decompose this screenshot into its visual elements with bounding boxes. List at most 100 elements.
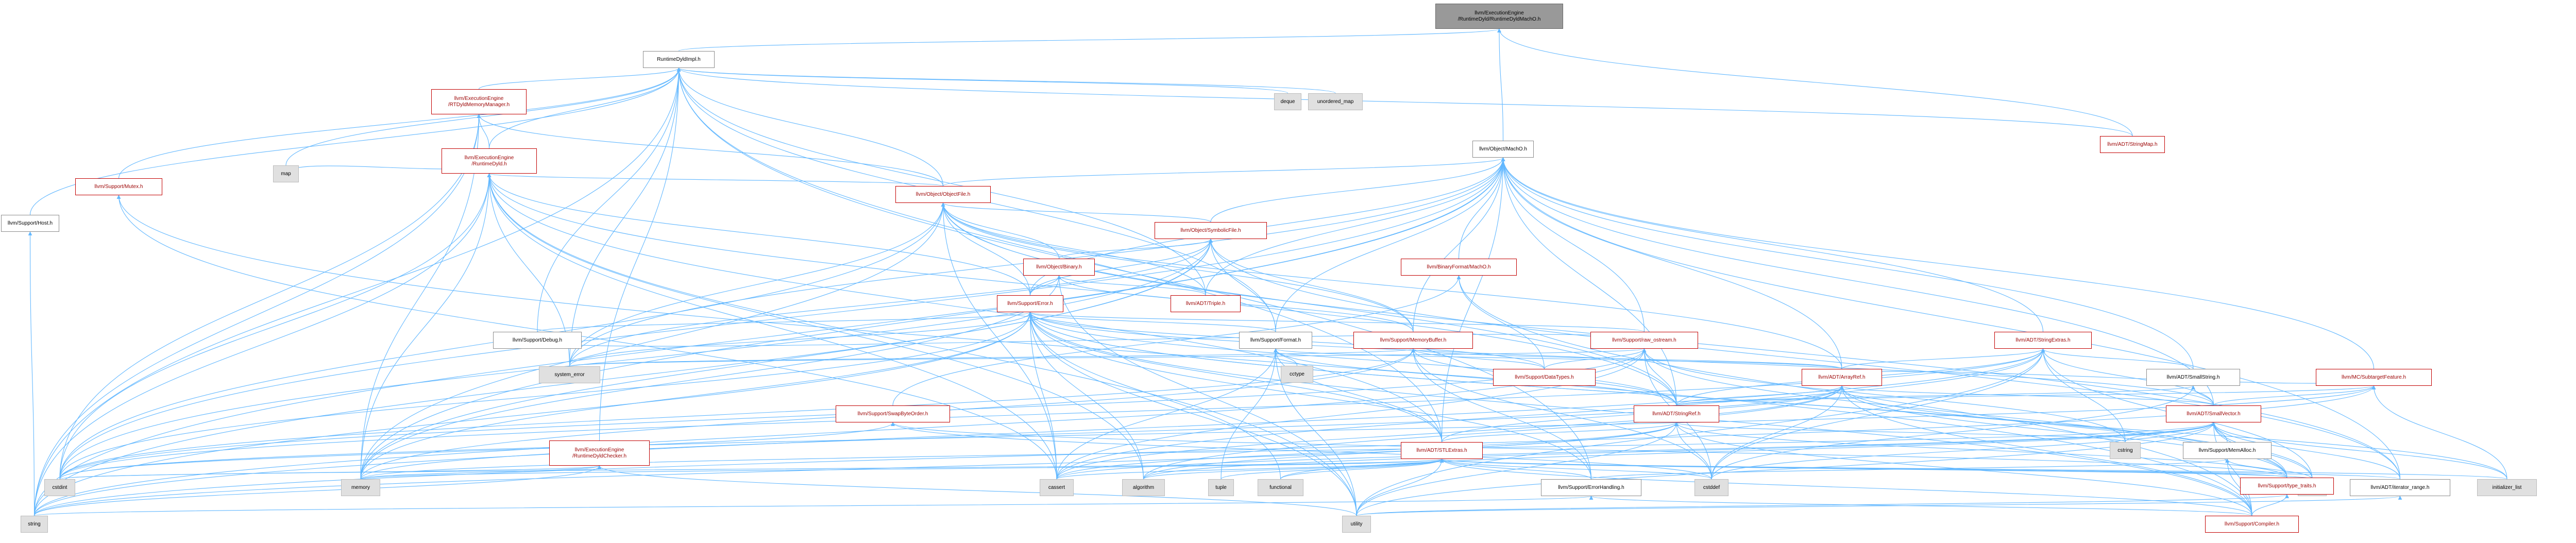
node-rtdyldmemorymanager[interactable]: llvm/ExecutionEngine /RTDyldMemoryManage… — [431, 89, 527, 114]
edge-runtimedyldimpl-to-host — [29, 67, 681, 215]
edge-macho-to-arrayref — [1501, 157, 1842, 369]
edge-macho-to-smallstring — [1501, 157, 2194, 369]
edge-runtimedyld-to-cstdint — [59, 173, 492, 480]
node-stringmap[interactable]: llvm/ADT/StringMap.h — [2100, 136, 2165, 153]
edge-raw-ostream-to-cstring — [1642, 348, 2126, 443]
edge-arrayref-to-stringref — [1676, 385, 1844, 406]
node-errorhandling[interactable]: llvm/Support/ErrorHandling.h — [1541, 479, 1641, 496]
edge-runtimedyld-to-algorithm — [487, 173, 1144, 480]
edge-stlextras-to-initializer-list — [1440, 459, 2507, 480]
edge-symbolicfile-to-system-error — [569, 239, 1213, 367]
edge-smallvector-to-cassert — [1056, 422, 2216, 480]
edge-smallvector-to-algorithm — [1143, 422, 2216, 480]
edge-smallvector-to-compiler — [2211, 422, 2252, 516]
edge-macho-to-objectfile — [942, 157, 1505, 186]
edge-macho-to-stringextras — [1501, 157, 2044, 332]
edge-stlextras-to-errorhandling — [1439, 459, 1592, 480]
edge-binaryformat-macho-to-compiler — [1456, 275, 2252, 516]
node-error[interactable]: llvm/Support/Error.h — [997, 295, 1063, 312]
node-arrayref[interactable]: llvm/ADT/ArrayRef.h — [1802, 369, 1882, 386]
edge-symbolicfile-to-format — [1209, 239, 1276, 332]
node-mutex[interactable]: llvm/Support/Mutex.h — [75, 178, 162, 195]
root-node: llvm/ExecutionEngine /RuntimeDyld/Runtim… — [1435, 4, 1563, 29]
node-symbolicfile[interactable]: llvm/Object/SymbolicFile.h — [1155, 222, 1267, 239]
edge-rtdyldmemorymanager-to-runtimedyld — [477, 114, 490, 149]
edge-format-to-stlextras — [1274, 348, 1443, 443]
edge-stringextras-to-utility — [1356, 348, 2045, 516]
edge-runtimedyld-to-stringref — [487, 173, 1677, 406]
node-subtargetfeature[interactable]: llvm/MC/SubtargetFeature.h — [2316, 369, 2432, 386]
edge-arrayref-to-initializer-list — [1840, 385, 2507, 480]
edge-runtimedyld-to-error — [487, 173, 1031, 296]
edge-error-to-stringref — [1028, 312, 1677, 406]
edge-objectfile-to-symbolicfile — [941, 202, 1211, 223]
node-iterator-range[interactable]: llvm/ADT/iterator_range.h — [2350, 479, 2450, 496]
edge-memorybuffer-to-cstdint — [59, 348, 1415, 480]
edge-stringref-to-string — [33, 422, 1679, 516]
edge-raw-ostream-to-stringref — [1642, 348, 1677, 406]
node-raw-ostream[interactable]: llvm/Support/raw_ostream.h — [1590, 332, 1698, 349]
node-stringextras[interactable]: llvm/ADT/StringExtras.h — [1994, 332, 2092, 349]
node-macho[interactable]: llvm/Object/MachO.h — [1472, 141, 1534, 158]
edge-macho-to-cstdint — [59, 157, 1505, 480]
edge-runtimedyldimpl-to-mutex — [118, 67, 681, 179]
edge-error-to-cstdint — [59, 312, 1032, 480]
node-smallvector[interactable]: llvm/ADT/SmallVector.h — [2166, 405, 2261, 422]
node-runtimedyldimpl[interactable]: RuntimeDyldImpl.h — [643, 51, 715, 68]
edge-binary-to-utility — [1057, 275, 1357, 516]
edge-error-to-errorhandling — [1028, 312, 1592, 480]
node-stringref[interactable]: llvm/ADT/StringRef.h — [1634, 405, 1719, 422]
edge-objectfile-to-memory — [360, 202, 945, 480]
edge-objectfile-to-system-error — [569, 202, 945, 367]
edge-stlextras-to-compiler — [1439, 459, 2252, 516]
edge-stlextras-to-cstddef — [1439, 459, 1712, 480]
node-objectfile[interactable]: llvm/Object/ObjectFile.h — [895, 186, 991, 203]
edge-stlextras-to-type-traits — [1440, 459, 2287, 478]
edge-symbolicfile-to-cstdint — [59, 239, 1213, 480]
edge-memorybuffer-to-system-error — [569, 348, 1415, 367]
edge-error-to-memory — [360, 312, 1032, 480]
edge-stlextras-to-cassert — [1056, 459, 1444, 480]
edge-macho-to-subtargetfeature — [1501, 157, 2375, 369]
edge-format-to-stringref — [1274, 348, 1677, 406]
node-runtimedyld[interactable]: llvm/ExecutionEngine /RuntimeDyld.h — [442, 148, 537, 174]
edge-smallvector-to-iterator-range — [2211, 422, 2401, 480]
node-smallstring[interactable]: llvm/ADT/SmallString.h — [2146, 369, 2240, 386]
edge-runtimedyldimpl-to-string — [33, 67, 681, 516]
edge-type-traits-to-utility — [1356, 494, 2289, 516]
node-triple[interactable]: llvm/ADT/Triple.h — [1171, 295, 1241, 312]
node-format[interactable]: llvm/Support/Format.h — [1239, 332, 1312, 349]
edge-symbolicfile-to-memory — [360, 239, 1213, 480]
edge-binaryformat-macho-to-swapbyteorder — [892, 275, 1461, 406]
edge-raw-ostream-to-string — [33, 348, 1647, 516]
node-compiler[interactable]: llvm/Support/Compiler.h — [2205, 516, 2299, 533]
edge-format-to-cassert — [1056, 348, 1278, 480]
node-binary[interactable]: llvm/Object/Binary.h — [1023, 259, 1095, 276]
node-type-traits[interactable]: llvm/Support/type_traits.h — [2240, 478, 2334, 495]
node-host[interactable]: llvm/Support/Host.h — [1, 215, 59, 232]
edge-macho-to-iterator-range — [1501, 157, 2401, 480]
edge-smallvector-to-cstddef — [1711, 422, 2216, 480]
edge-error-to-utility — [1028, 312, 1357, 516]
edge-error-to-format — [1028, 312, 1276, 332]
edge-binary-to-error — [1029, 275, 1061, 296]
edge-errorhandling-to-compiler — [1589, 496, 2252, 516]
node-string: string — [21, 516, 48, 533]
edge-memorybuffer-to-errorhandling — [1411, 348, 1592, 480]
node-binaryformat-macho[interactable]: llvm/BinaryFormat/MachO.h — [1401, 259, 1517, 276]
node-debug[interactable]: llvm/Support/Debug.h — [493, 332, 582, 349]
node-swapbyteorder[interactable]: llvm/Support/SwapByteOrder.h — [836, 405, 950, 422]
edge-macho-to-smallvector — [1501, 157, 2214, 406]
node-functional: functional — [1258, 479, 1303, 496]
edge-stlextras-to-tuple — [1221, 459, 1444, 480]
edge-arrayref-to-compiler — [1840, 385, 2252, 516]
edge-stringref-to-cstring — [1674, 422, 2126, 443]
edge-symbolicfile-to-binary — [1058, 239, 1213, 259]
edge-stringref-to-type-traits — [1674, 422, 2287, 478]
node-stlextras[interactable]: llvm/ADT/STLExtras.h — [1401, 442, 1483, 459]
node-datatypes[interactable]: llvm/Support/DataTypes.h — [1493, 369, 1596, 386]
node-memorybuffer[interactable]: llvm/Support/MemoryBuffer.h — [1353, 332, 1473, 349]
edge-debug-to-raw-ostream — [535, 334, 1645, 347]
node-runtimedyldchecker[interactable]: llvm/ExecutionEngine /RuntimeDyldChecker… — [549, 440, 650, 466]
node-memalloc[interactable]: llvm/Support/MemAlloc.h — [2183, 442, 2272, 459]
